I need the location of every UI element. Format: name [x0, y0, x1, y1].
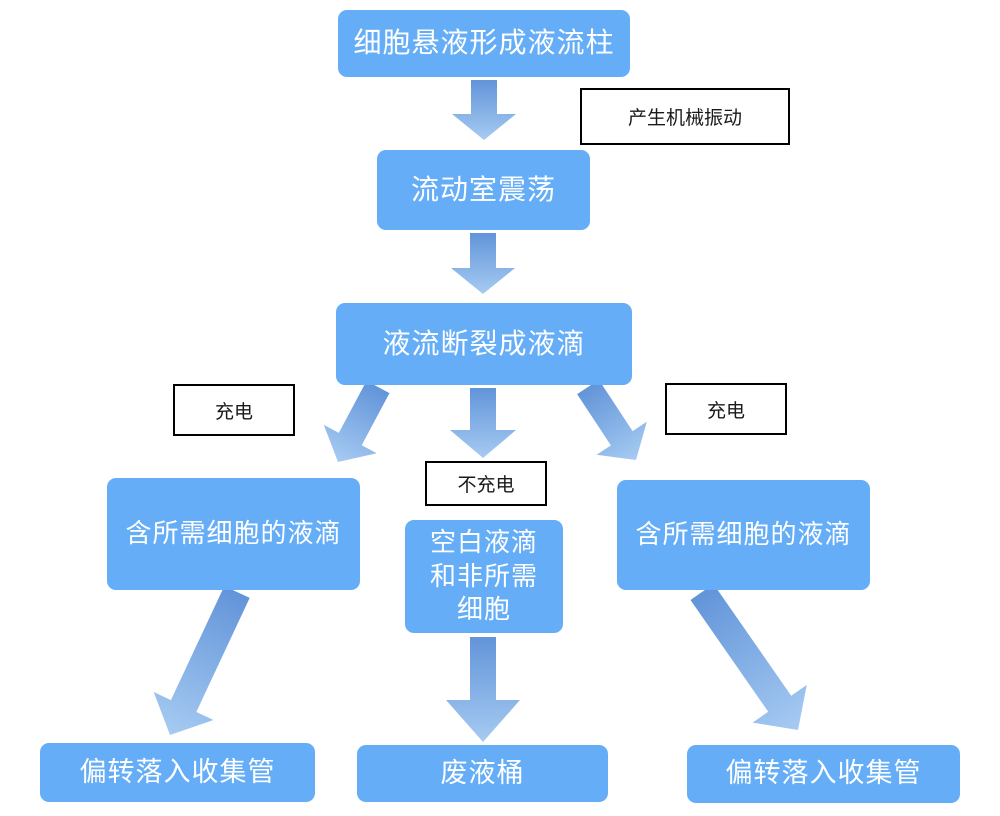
node-waste-bucket: 废液桶 [357, 745, 608, 802]
node-blank-and-unwanted-droplets: 空白液滴 和非所需 细胞 [405, 520, 563, 633]
arrow-left-to-collection [153, 586, 250, 735]
arrow-right-to-collection [690, 584, 807, 730]
arrow-breakup-to-left [323, 380, 390, 462]
arrow-center-to-waste [446, 637, 520, 742]
node-deflect-into-collection-tube-left: 偏转落入收集管 [40, 743, 315, 802]
annotation-no-charge: 不充电 [425, 461, 547, 506]
arrow-breakup-to-right [577, 379, 647, 460]
node-stream-breaks-into-droplets: 液流断裂成液滴 [336, 303, 632, 385]
annotation-charge-right: 充电 [665, 383, 787, 435]
node-droplets-with-desired-cells-right: 含所需细胞的液滴 [617, 480, 870, 590]
annotation-charge-left: 充电 [173, 384, 295, 436]
arrow-jet-to-chamber [452, 80, 516, 140]
node-cell-suspension-jet: 细胞悬液形成液流柱 [338, 10, 630, 77]
arrow-chamber-to-breakup [451, 233, 515, 294]
arrow-breakup-to-center [450, 388, 516, 458]
node-flow-chamber-oscillation: 流动室震荡 [377, 150, 590, 230]
node-deflect-into-collection-tube-right: 偏转落入收集管 [687, 745, 960, 803]
annotation-mechanical-vibration: 产生机械振动 [580, 88, 790, 145]
node-droplets-with-desired-cells-left: 含所需细胞的液滴 [107, 478, 360, 590]
